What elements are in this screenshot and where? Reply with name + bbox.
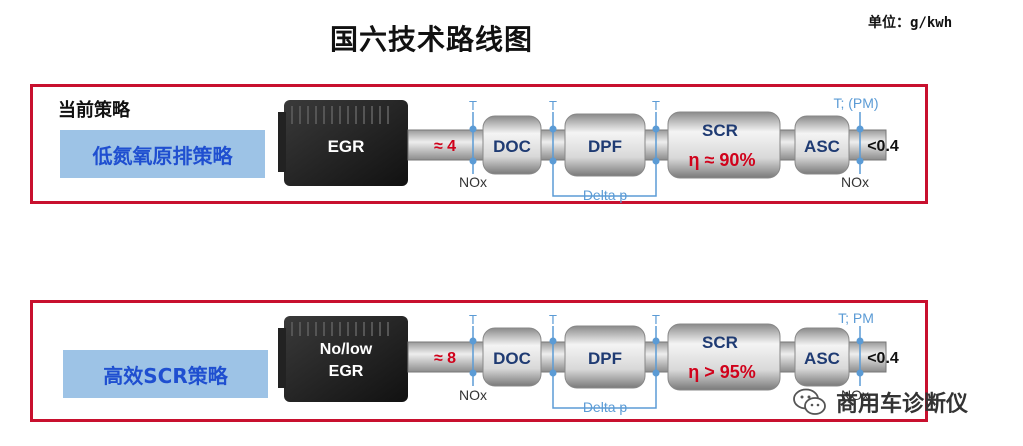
- temp-sensor-1-bottom: T: [469, 312, 477, 327]
- watermark-text: 商用车诊断仪: [836, 392, 969, 417]
- asc-label-bottom: ASC: [804, 349, 840, 368]
- engine-out-nox-bottom: ≈ 8: [434, 350, 456, 367]
- nox-sensor-in-top: NOx: [459, 174, 487, 190]
- unit-label: 单位：g/kwh: [868, 15, 953, 31]
- scr-label-top: SCR: [702, 121, 738, 140]
- engine-bottom: No/low EGR: [278, 316, 408, 402]
- engine-out-nox-top: ≈ 4: [434, 138, 456, 155]
- scr-label-bottom: SCR: [702, 333, 738, 352]
- doc-label-bottom: DOC: [493, 349, 531, 368]
- tailpipe-nox-bottom: <0.4: [867, 350, 899, 367]
- asc-label-top: ASC: [804, 137, 840, 156]
- temp-sensor-3-top: T: [652, 98, 660, 113]
- engine-bottom-label-line1: No/low: [320, 341, 373, 358]
- engine-top: EGR: [278, 100, 408, 186]
- dpf-canister-top: [564, 113, 646, 177]
- wechat-icon: [793, 388, 826, 415]
- dpf-label-top: DPF: [588, 137, 622, 156]
- nox-sensor-out-top: NOx: [841, 174, 869, 190]
- scr-canister-bottom: [667, 323, 781, 391]
- scr-canister-top: [667, 111, 781, 179]
- asc-canister-top: [794, 115, 850, 175]
- engine-bottom-label-line2: EGR: [329, 363, 364, 380]
- tailpipe-nox-top: <0.4: [867, 138, 899, 155]
- delta-p-sensor-bottom: Delta p: [583, 399, 628, 415]
- delta-p-sensor-top: Delta p: [583, 187, 628, 203]
- temp-sensor-1-top: T: [469, 98, 477, 113]
- high-scr-strategy-box: 高效SCR策略: [63, 350, 268, 398]
- doc-canister-bottom: [482, 327, 542, 387]
- engine-top-label: EGR: [328, 137, 365, 156]
- temp-pm-sensor-top: T; (PM): [833, 95, 878, 111]
- doc-canister-top: [482, 115, 542, 175]
- temp-sensor-2-top: T: [549, 98, 557, 113]
- scr-efficiency-bottom: η > 95%: [688, 362, 756, 382]
- temp-pm-sensor-bottom: T; PM: [838, 310, 874, 326]
- watermark: 商用车诊断仪: [792, 386, 968, 418]
- low-nox-strategy-box: 低氮氧原排策略: [60, 130, 265, 178]
- doc-label-top: DOC: [493, 137, 531, 156]
- dpf-canister-bottom: [564, 325, 646, 389]
- dpf-label-bottom: DPF: [588, 349, 622, 368]
- page-title: 国六技术路线图: [330, 23, 534, 56]
- nox-sensor-out-bottom: NOx: [841, 387, 869, 403]
- scr-efficiency-top: η ≈ 90%: [689, 150, 756, 170]
- current-strategy-panel: [30, 84, 928, 204]
- temp-sensor-2-bottom: T: [549, 312, 557, 327]
- high-efficiency-scr-panel: [30, 300, 928, 422]
- bottom-row: No/low EGR DOC DPF SCR η > 95% ASC ≈ 8 <…: [278, 310, 899, 415]
- temp-sensor-3-bottom: T: [652, 312, 660, 327]
- top-row: EGR DOC DPF SCR η ≈ 90% ASC ≈ 4 <0.4: [278, 95, 899, 203]
- asc-canister-bottom: [794, 327, 850, 387]
- nox-sensor-in-bottom: NOx: [459, 387, 487, 403]
- current-strategy-label: 当前策略: [58, 100, 130, 121]
